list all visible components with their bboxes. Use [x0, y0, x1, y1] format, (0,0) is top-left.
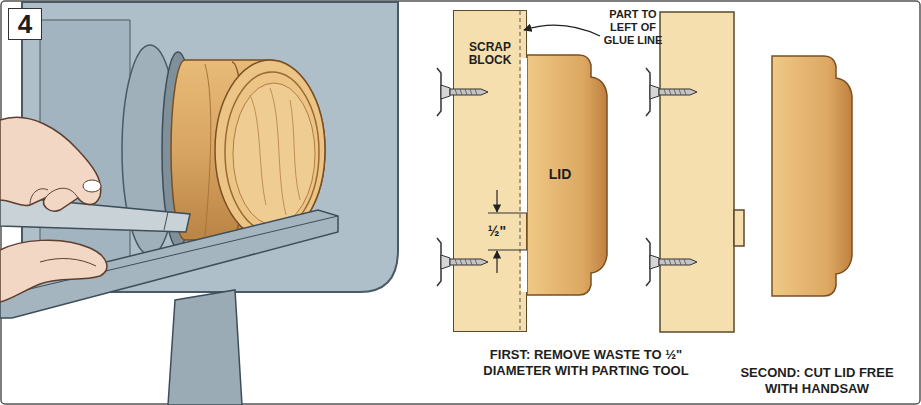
- dimension-arrow: [496, 251, 497, 273]
- thumbnail: [83, 180, 101, 192]
- removed-waste: [521, 250, 527, 292]
- upper-hand: [0, 117, 101, 211]
- extension-line: [488, 250, 527, 251]
- wood-grain: [205, 64, 211, 236]
- wood-grain: [250, 88, 300, 215]
- glue-line: [520, 11, 521, 331]
- lid-shape: [772, 56, 852, 296]
- screw: [646, 238, 697, 286]
- step-number: 4: [16, 10, 34, 39]
- tool-bevel: [164, 212, 168, 230]
- step-number-box: 4: [8, 8, 42, 40]
- lid-part: LID: [527, 55, 607, 295]
- leader-line: [524, 25, 600, 36]
- finger-lines: [30, 188, 78, 205]
- extension-line: [488, 213, 527, 214]
- stub: [734, 210, 744, 246]
- scrap-block-shape: [660, 12, 734, 332]
- removed-waste: [521, 58, 527, 213]
- screw: [437, 238, 488, 286]
- lower-hand: [0, 240, 107, 302]
- finger-lines: [40, 259, 96, 266]
- tool-rest-post: [168, 290, 242, 405]
- callout-note: PART TO LEFT OF GLUE LINE: [600, 8, 666, 48]
- dimension-arrow: [496, 190, 497, 212]
- step-caption: SECOND: CUT LID FREE WITH HANDSAW: [736, 365, 898, 396]
- dimension: ½": [484, 223, 510, 240]
- lid-top: [233, 83, 315, 225]
- scrap-block: SCRAP BLOCK: [453, 10, 527, 332]
- screw: [437, 68, 488, 116]
- screw: [646, 68, 697, 116]
- step-caption: FIRST: REMOVE WASTE TO ½" DIAMETER WITH …: [458, 347, 714, 378]
- turned-workpiece: [171, 60, 325, 240]
- lid-rim: [225, 72, 319, 232]
- part-name: LID: [549, 167, 586, 182]
- part-name: SCRAP BLOCK: [454, 41, 526, 67]
- lid-shape: [527, 55, 607, 295]
